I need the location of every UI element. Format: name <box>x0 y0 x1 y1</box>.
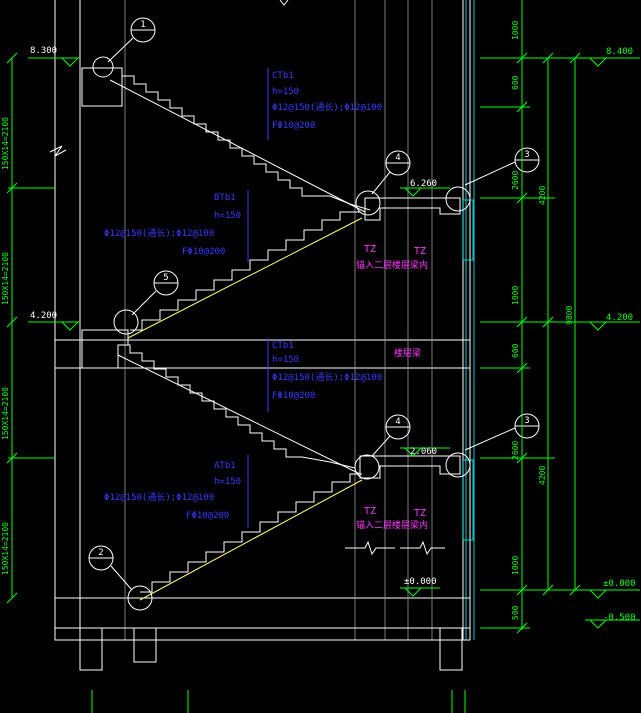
at1-f: FΦ10@200 <box>186 511 229 521</box>
anchor-upper: 锚入二层楼层梁内 <box>356 259 428 271</box>
callout-numbers: 1 2 5 4 4 3 3 <box>98 20 529 558</box>
dim-left-4: 150X14=2100 <box>1 522 10 575</box>
callout-4b: 4 <box>395 417 400 427</box>
break-mark <box>279 0 289 6</box>
dim-left-1: 150X14=2100 <box>1 117 10 170</box>
right-dimension-chain <box>480 0 640 634</box>
elev-4200: 4.200 <box>30 311 57 321</box>
callout-2: 2 <box>98 548 103 558</box>
dim-r-600b: 600 <box>511 343 520 358</box>
tz-upper-right: TZ <box>414 246 426 257</box>
elev-6260: 6.260 <box>410 179 437 189</box>
ct1l-name: CTb1 <box>272 341 294 351</box>
at1-name: ATb1 <box>214 461 236 471</box>
elev-r-8400: 8.400 <box>606 47 633 57</box>
ct1u-rebar: Φ12@150(通长);Φ12@100 <box>272 101 382 113</box>
callout-4a: 4 <box>395 153 400 163</box>
dim-left-2: 150X14=2100 <box>1 252 10 305</box>
right-dimension-texts: 1000 600 2600 1000 600 2600 1000 500 420… <box>511 21 574 620</box>
tz-lower-left: TZ <box>364 506 376 517</box>
dim-r-9800: 9800 <box>565 306 574 325</box>
at1-h: h=150 <box>214 477 241 487</box>
stairs <box>109 67 371 593</box>
elev-r-m0500: -0.500 <box>603 613 636 623</box>
dim-r-1000b: 1000 <box>511 286 520 305</box>
tz-labels: TZ TZ 锚入二层楼层梁内 楼层梁 TZ TZ 锚入二层楼层梁内 <box>356 244 428 531</box>
callout-3a: 3 <box>524 150 529 160</box>
elev-r-4200: 4.200 <box>606 313 633 323</box>
left-dimension-chain <box>6 52 55 604</box>
bottom-grid <box>91 690 466 713</box>
bt1-h: h=150 <box>214 211 241 221</box>
dim-r-4200b: 4200 <box>538 466 547 485</box>
right-elevation-texts: 8.400 4.200 ±0.000 -0.500 <box>603 47 636 623</box>
anchor-lower: 锚入二层楼层梁内 <box>356 519 428 531</box>
landings <box>54 67 471 671</box>
tz-upper-left: TZ <box>364 244 376 255</box>
dim-r-500: 500 <box>511 605 520 620</box>
flight-ctb1-lower-steps <box>118 344 356 469</box>
callout-3b: 3 <box>524 416 529 426</box>
tz-lower-right: TZ <box>414 508 426 519</box>
floor-beam: 楼层梁 <box>394 347 421 359</box>
elevation-texts: 8.300 4.200 6.260 2.060 ±0.000 <box>30 46 437 587</box>
callouts <box>88 17 540 611</box>
elev-2060: 2.060 <box>410 447 437 457</box>
break-mark-left <box>49 145 67 157</box>
bt1-f: FΦ10@200 <box>182 247 225 257</box>
ct1u-f: FΦ10@200 <box>272 121 315 131</box>
dim-left-3: 150X14=2100 <box>1 387 10 440</box>
at1-rebar: Φ12@150(通长);Φ12@100 <box>104 491 214 503</box>
bt1-name: BTb1 <box>214 193 236 203</box>
flight-atb1-steps <box>140 473 362 593</box>
dim-r-1000c: 1000 <box>511 556 520 575</box>
dim-r-600a: 600 <box>511 75 520 90</box>
flight-ctb1-upper-steps <box>110 67 371 211</box>
ct1u-h: h=150 <box>272 87 299 97</box>
flight-annotations: CTb1 h=150 Φ12@150(通长);Φ12@100 FΦ10@200 … <box>104 71 382 521</box>
bt1-rebar: Φ12@150(通长);Φ12@100 <box>104 227 214 239</box>
dim-r-4200a: 4200 <box>538 186 547 205</box>
dim-r-2600b: 2600 <box>511 441 520 460</box>
callout-1: 1 <box>140 20 145 30</box>
elev-0000: ±0.000 <box>404 577 437 587</box>
stair-slab-lines <box>127 217 363 601</box>
flight-btb1-steps <box>130 211 360 331</box>
elev-8300: 8.300 <box>30 46 57 56</box>
elev-r-0000: ±0.000 <box>603 579 636 589</box>
wall-hatch <box>462 0 475 640</box>
ct1u-name: CTb1 <box>272 71 294 81</box>
ct1l-f: FΦ10@200 <box>272 391 315 401</box>
ct1l-rebar: Φ12@150(通长);Φ12@100 <box>272 371 382 383</box>
flight-annotation-leaders <box>247 68 269 528</box>
ct1l-h: h=150 <box>272 355 299 365</box>
structure-lines <box>54 0 471 640</box>
tz-break-marks <box>345 540 445 556</box>
dim-r-1000a: 1000 <box>511 21 520 40</box>
dim-r-2600a: 2600 <box>511 171 520 190</box>
callout-5: 5 <box>163 273 168 283</box>
grid-lines-grey <box>124 0 433 640</box>
left-dimension-texts: 150X14=2100 150X14=2100 150X14=2100 150X… <box>1 117 10 575</box>
